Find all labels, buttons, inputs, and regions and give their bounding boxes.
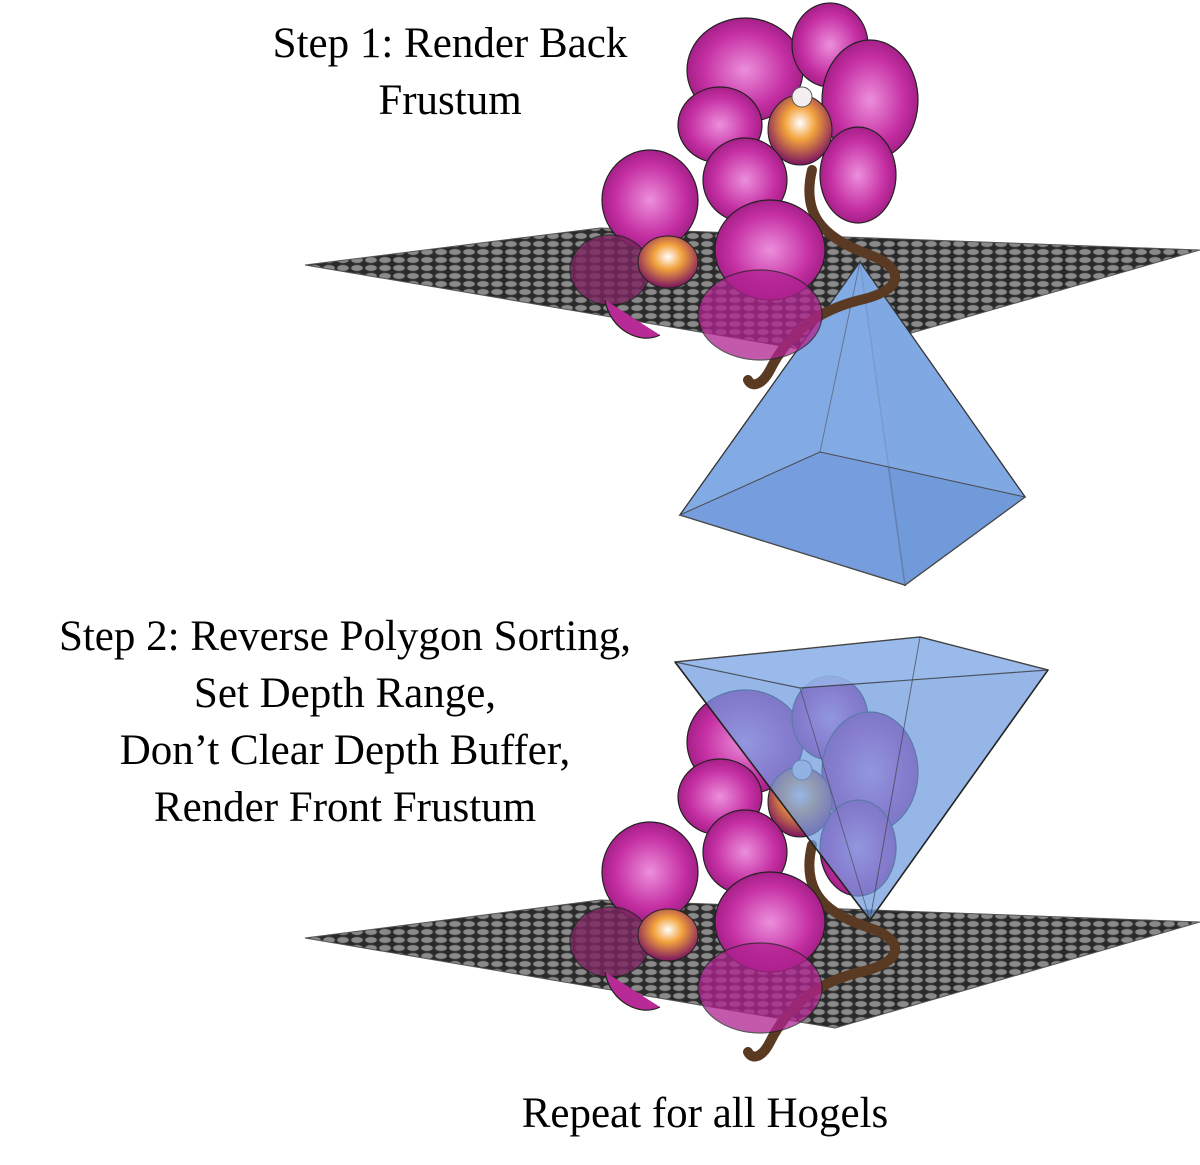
step2-line4: Render Front Frustum: [153, 784, 537, 831]
back-frustum: [678, 260, 1027, 587]
orchid-flower-top-lower: [569, 137, 826, 361]
front-frustum-scene: [304, 636, 1200, 1062]
step1-caption: Step 1: Render Back Frustum: [200, 15, 700, 129]
front-frustum: [673, 636, 1050, 922]
step1-line2: Frustum: [378, 77, 522, 124]
back-frustum-scene: [304, 2, 1200, 587]
step1-line1: Step 1: Render Back: [272, 20, 628, 67]
step2-caption: Step 2: Reverse Polygon Sorting, Set Dep…: [0, 608, 690, 836]
orchid-flower-bottom-lower: [569, 809, 826, 1034]
step2-line2: Set Depth Range,: [193, 670, 497, 717]
orchid-flower-top-upper: [677, 2, 919, 224]
orchid-stem-top: [743, 165, 901, 390]
repeat-caption: Repeat for all Hogels: [521, 1090, 889, 1137]
orchid-stem-bottom: [743, 840, 901, 1062]
step2-line3: Don’t Clear Depth Buffer,: [119, 727, 571, 774]
step2-line1: Step 2: Reverse Polygon Sorting,: [58, 613, 632, 660]
